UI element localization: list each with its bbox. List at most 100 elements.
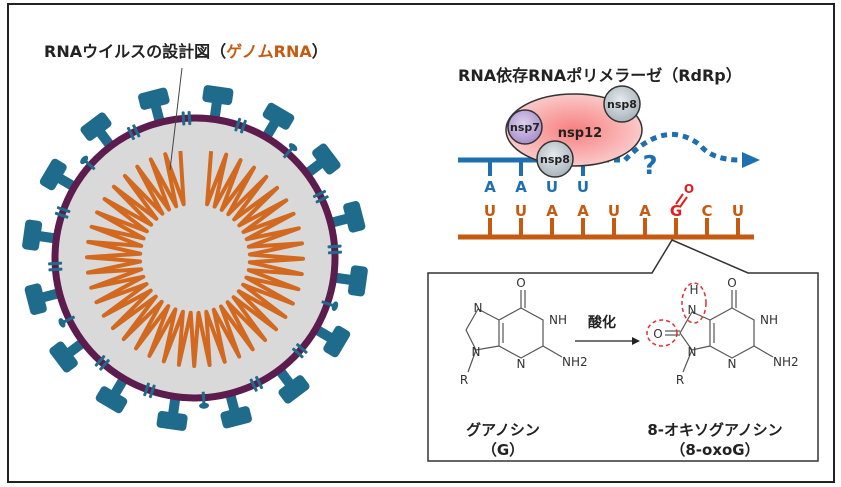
oxidation-label: 酸化 [588, 315, 616, 331]
template-base-oxidized: G [670, 202, 682, 220]
svg-text:N: N [728, 357, 737, 371]
nascent-base: A [515, 178, 527, 196]
nascent-base: U [577, 178, 589, 196]
genome-rna [85, 150, 305, 368]
spike-protein [22, 219, 56, 251]
membrane-protein [249, 375, 264, 392]
membrane-proteins [48, 111, 342, 409]
svg-text:R: R [460, 373, 468, 387]
membrane-protein [312, 189, 329, 204]
svg-text:O: O [653, 327, 662, 341]
oxoguanosine-atoms: O H N NH O N N NH2 R [653, 276, 798, 387]
rdrp-title: RNA依存RNAポリメラーゼ（RdRp） [458, 66, 742, 85]
guanosine-caption: グアノシン （G） [448, 420, 558, 460]
guanosine-name: グアノシン [466, 421, 540, 439]
virus-title-suffix: ） [311, 42, 328, 61]
nascent-base: A [484, 178, 496, 196]
oxidation-double-bond-1 [675, 193, 684, 205]
spike-protein [305, 143, 341, 177]
viral-membrane [51, 114, 339, 402]
oxoguanosine-abbr: （8-oxoG） [670, 441, 760, 459]
spike-protein [276, 368, 310, 404]
membrane-protein [321, 300, 339, 312]
spike-protein [331, 201, 366, 233]
svg-text:NH2: NH2 [773, 355, 799, 369]
membrane-protein [199, 391, 210, 409]
spike-protein [156, 397, 188, 431]
template-base: A [546, 202, 558, 220]
spike-protein [334, 265, 368, 297]
svg-text:N: N [688, 303, 697, 317]
template-base: A [639, 202, 651, 220]
highlight-circle-nh [681, 282, 707, 324]
nsp8-protein-bottom [536, 140, 574, 178]
nsp12-label: nsp12 [558, 126, 602, 141]
nsp7-protein [507, 109, 543, 145]
nsp7-label: nsp7 [510, 121, 540, 134]
oxidation-double-bond-2 [679, 196, 688, 208]
oxidation-oxygen: O [684, 182, 694, 196]
virus-title: RNAウイルスの設計図（ゲノムRNA） [44, 38, 328, 62]
template-base: U [732, 202, 744, 220]
oxoguanosine-name: 8-オキソグアノシン [647, 421, 783, 439]
spike-protein [262, 102, 295, 139]
genome-pointer-line [169, 67, 183, 171]
membrane-protein [234, 117, 247, 134]
template-base: U [608, 202, 620, 220]
template-base: C [701, 202, 712, 220]
spike-protein [39, 158, 76, 191]
membrane-protein [94, 355, 110, 371]
membrane-protein [143, 382, 156, 399]
svg-text:H: H [689, 283, 698, 297]
spike-protein [138, 87, 170, 122]
spike-protein [80, 112, 114, 148]
membrane-protein [54, 206, 71, 219]
template-base: U [515, 202, 527, 220]
svg-text:N: N [472, 345, 481, 359]
membrane-protein [181, 111, 192, 126]
svg-text:NH2: NH2 [562, 355, 588, 369]
reaction-arrowhead [632, 337, 640, 345]
oxoguanosine-caption: 8-オキソグアノシン （8-oxoG） [640, 420, 790, 460]
spike-protein [95, 377, 128, 414]
nsp8-label-bottom: nsp8 [540, 153, 570, 166]
membrane-protein [327, 244, 342, 255]
dotted-synthesis-path [592, 131, 741, 163]
guanosine-abbr: （G） [481, 441, 525, 459]
spike-protein [314, 325, 351, 358]
svg-text:O: O [727, 276, 736, 290]
unknown-question-mark: ? [642, 151, 657, 181]
membrane-protein [80, 155, 96, 171]
virus-title-highlight: ゲノムRNA [226, 42, 312, 61]
spike-proteins [22, 85, 368, 431]
svg-text:O: O [516, 276, 525, 290]
membrane-protein [126, 124, 141, 141]
spike-protein [220, 394, 252, 429]
svg-text:N: N [517, 357, 526, 371]
virus-title-prefix: RNAウイルスの設計図（ [44, 42, 227, 61]
nsp8-protein-top [603, 85, 641, 123]
membrane-protein [282, 143, 298, 159]
svg-text:NH: NH [760, 313, 778, 327]
template-base: A [577, 202, 589, 220]
guanosine-structure [465, 290, 563, 373]
template-strand-ticks [488, 218, 740, 237]
virus-particle [22, 67, 368, 431]
spike-protein [24, 283, 59, 315]
membrane-protein [48, 261, 63, 272]
highlight-circle-oxygen [646, 319, 678, 347]
guanosine-atoms: O N NH N N NH2 R [460, 276, 588, 387]
svg-text:R: R [676, 373, 684, 387]
spike-protein [202, 85, 234, 119]
spike-protein [49, 339, 85, 373]
svg-text:NH: NH [549, 313, 567, 327]
svg-text:N: N [688, 345, 697, 359]
svg-text:N: N [474, 301, 483, 315]
template-base: U [484, 202, 496, 220]
membrane-protein [58, 315, 76, 328]
nascent-base: U [546, 178, 558, 196]
